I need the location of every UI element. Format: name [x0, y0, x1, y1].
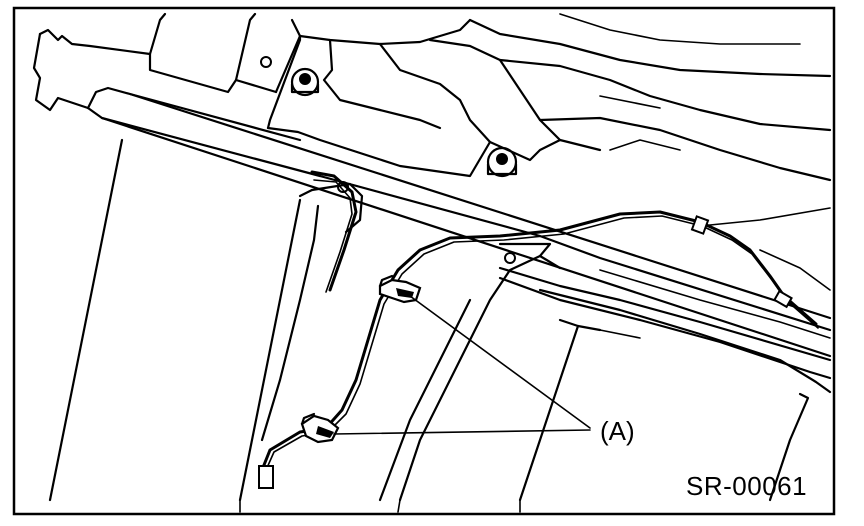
- roof-reinforcement: [266, 13, 832, 182]
- center-bracket: [378, 242, 810, 513]
- callout-leaders: [333, 295, 591, 435]
- bolt-upper: [290, 67, 320, 97]
- bolt-lower: [486, 146, 518, 178]
- hole-rail: [504, 252, 516, 264]
- harness-connector: [258, 465, 274, 489]
- hole-upper: [260, 56, 272, 68]
- harness-tape: [690, 215, 710, 235]
- roof-bracket-left: [32, 12, 322, 178]
- left-panel: [48, 138, 364, 513]
- harness-grommet: [773, 289, 793, 309]
- harness-clip-lower: [300, 412, 340, 444]
- figure-border: [12, 6, 836, 516]
- figure-id: SR-00061: [686, 471, 808, 501]
- wiring-harness: [260, 170, 819, 472]
- callout-label-a: (A): [600, 416, 635, 446]
